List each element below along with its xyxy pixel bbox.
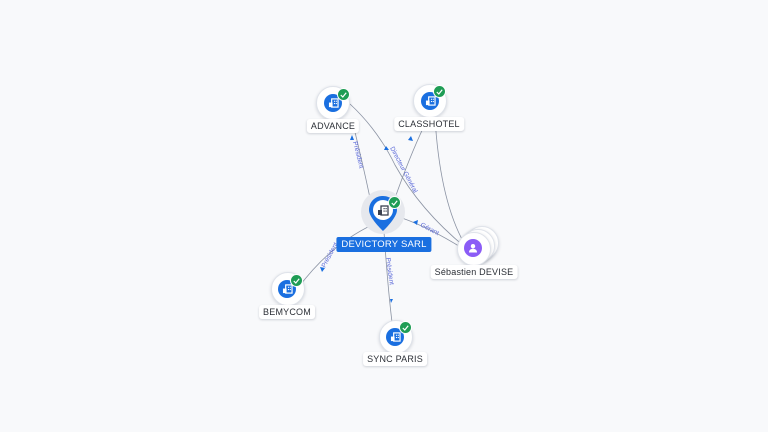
edge-label-syncparis: Président	[384, 257, 395, 285]
edge-person-main	[401, 217, 463, 249]
edge-main-bemycom	[297, 224, 373, 289]
verified-check-icon	[290, 274, 303, 287]
edge-arrow	[384, 146, 389, 150]
edge-label-classhotel: Directeur Général	[388, 146, 419, 195]
verified-check-icon	[337, 88, 350, 101]
edge-arrow	[408, 136, 413, 141]
edge-arrow	[350, 135, 354, 140]
edge-person-advance	[349, 103, 466, 248]
edge-arrow	[320, 267, 325, 272]
verified-check-icon	[399, 321, 412, 334]
node-bemycom[interactable]	[271, 272, 305, 306]
building-icon	[386, 328, 404, 346]
node-label-devictory-sarl[interactable]: DEVICTORY SARL	[336, 237, 432, 252]
node-label-sync-paris[interactable]: SYNC PARIS	[363, 352, 427, 366]
verified-check-icon	[433, 85, 446, 98]
node-label-advance[interactable]: ADVANCE	[306, 119, 360, 133]
node-sebastien-devise[interactable]	[457, 226, 503, 266]
edge-label-gerant: Gérant	[419, 222, 440, 238]
node-classhotel[interactable]	[413, 84, 447, 118]
edge-person-classhotel	[434, 117, 465, 244]
node-label-bemycom[interactable]: BEMYCOM	[259, 305, 315, 319]
building-icon	[377, 203, 389, 221]
node-label-sebastien-devise[interactable]: Sébastien DEVISE	[430, 265, 518, 279]
edge-label-advance: Président	[351, 141, 364, 170]
node-label-classhotel[interactable]: CLASSHOTEL	[394, 117, 464, 131]
node-advance[interactable]	[316, 86, 350, 120]
edge-arrow	[390, 299, 393, 303]
verified-check-icon	[388, 196, 401, 209]
node-sync-paris[interactable]	[379, 320, 413, 354]
node-devictory-sarl[interactable]	[361, 190, 405, 240]
edge-arrow	[413, 220, 418, 225]
person-icon	[464, 239, 482, 257]
